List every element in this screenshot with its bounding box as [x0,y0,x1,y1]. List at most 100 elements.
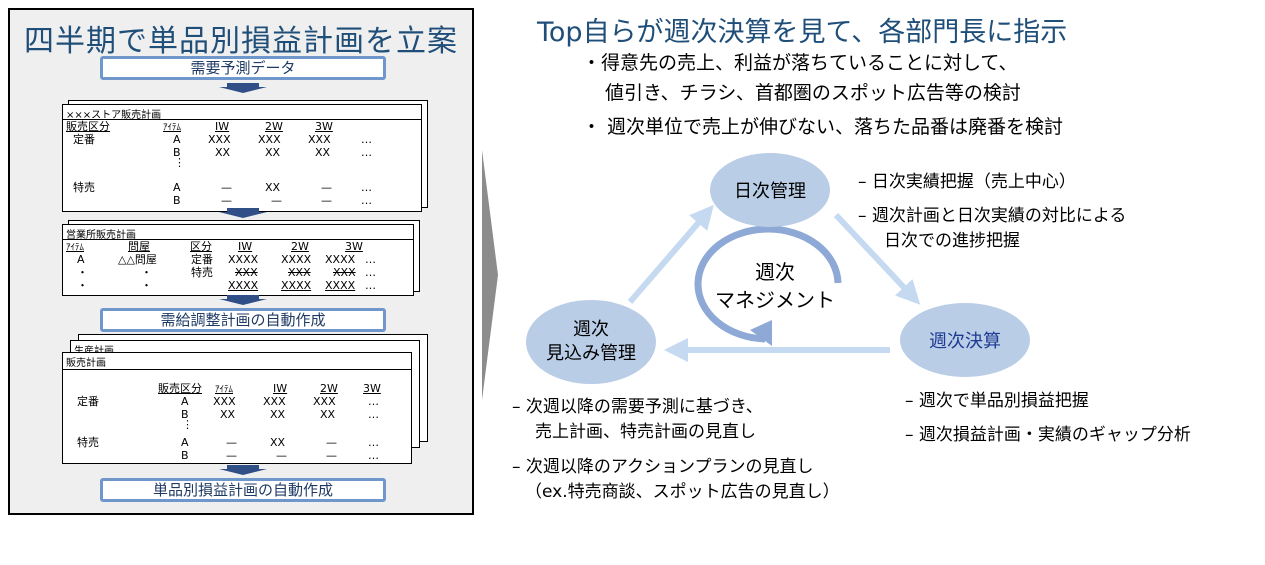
right-chevron-divider [482,150,498,400]
row-value: XXX [263,395,286,408]
vertical-dots: ⋮ [182,418,193,431]
step-demand-forecast-data: 需要予測データ [100,56,386,80]
bullet-text: ・得意先の売上、利益が落ちていることに対して、 [582,52,1018,74]
sheet-title: 営業所販売計画 [66,230,136,241]
row-ellipsis: … [365,279,376,292]
col-header: ⅠW [238,240,253,253]
row-item: A [173,133,181,146]
bullet-text: ・ 週次単位で売上が伸びない、落ちた品番は廃番を検討 [582,116,1064,138]
sheet-title: 販売計画 [66,358,106,369]
arrow-daily-to-close [833,212,921,305]
row-wholesaler: ・ [141,279,152,292]
row-value: XX [265,181,281,194]
management-title: Top自らが週次決算を見て、各部門長に指示 [537,17,1068,48]
note-daily: – 日次実績把握（売上中心） [858,172,1076,192]
down-arrow-icon [219,465,267,475]
row-value: — [276,449,287,462]
col-header: ｱｲﾃﾑ [215,385,234,395]
cycle-arrows [627,204,921,362]
col-header: 3W [315,120,333,133]
row-value: XX [270,408,286,421]
col-header: ⅠW [273,382,288,395]
row-value: XX [315,146,331,159]
row-value: XXXX [281,253,312,266]
row-ellipsis: … [368,408,379,421]
arrow-forecast-to-daily [627,204,714,304]
row-category: 特売 [191,266,213,279]
row-wholesaler: △△問屋 [118,253,157,266]
col-header: 2W [291,240,309,253]
note-close: – 週次で単品別損益把握 [905,391,1089,411]
row-value: — [321,194,332,207]
col-header: 区分 [190,240,212,253]
row-item: B [181,449,189,462]
circular-arrow-icon [694,225,842,343]
bullet-text: 値引き、チラシ、首都圏のスポット広告等の検討 [605,82,1021,104]
sheet-divider [63,119,421,120]
row-category: 定番 [191,253,213,266]
row-ellipsis: … [368,436,379,449]
row-value: XX [320,408,336,421]
row-value: XXXX [281,279,312,292]
row-value: — [326,449,337,462]
row-item: A [173,181,181,194]
row-value: XXX [313,395,336,408]
row-value: XXX [288,266,311,279]
row-value: XX [265,146,281,159]
row-value: XXXX [228,279,259,292]
col-header: ｱｲﾃﾑ [163,123,182,133]
row-ellipsis: … [368,449,379,462]
node-label-line: 見込み管理 [546,343,636,364]
node-daily-management: 日次管理 [710,153,830,227]
row-value: XXXX [325,279,356,292]
step-item-pl-plan-auto: 単品別損益計画の自動作成 [100,478,386,502]
node-weekly-close: 週次決算 [900,303,1030,377]
row-value: XXX [208,133,231,146]
down-arrow-icon [219,83,267,93]
row-value: — [326,436,337,449]
center-label-line: マネジメント [715,288,835,312]
row-ellipsis: … [365,266,376,279]
row-value: XXXX [228,253,259,266]
col-header: ⅠW [215,120,230,133]
sheet-divider [63,239,413,240]
row-value: XXX [258,133,281,146]
col-header: 販売区分 [158,382,202,395]
col-header: 3W [345,240,363,253]
row-ellipsis: … [365,253,376,266]
row-value: XXX [235,266,258,279]
row-item: A [181,395,189,408]
row-value: XXX [213,395,236,408]
sheet-title: 生産計画 [74,342,114,357]
row-item: B [181,408,189,421]
row-category: 定番 [73,133,95,146]
note-forecast: 売上計画、特売計画の見直し [535,422,756,442]
row-ellipsis: … [361,181,372,194]
sheet-divider [63,369,411,370]
row-category: 定番 [77,395,99,408]
row-value: — [221,181,232,194]
row-value: — [271,194,282,207]
col-header: 問屋 [128,240,150,253]
center-label-line: 週次 [755,260,795,284]
note-daily: 日次での進捗把握 [884,231,1020,251]
row-value: XX [215,146,231,159]
row-item: A [77,253,85,266]
row-value: XXXX [325,253,356,266]
note-forecast: – 次週以降のアクションプランの見直し [512,457,814,477]
node-label-line: 週次 [573,319,609,340]
row-value: — [226,436,237,449]
note-forecast: – 次週以降の需要予測に基づき、 [512,397,763,417]
row-ellipsis: … [361,194,372,207]
note-close: – 週次損益計画・実績のギャップ分析 [905,425,1191,445]
row-item: ・ [77,266,88,279]
row-value: — [221,194,232,207]
row-value: XX [220,408,236,421]
row-wholesaler: ・ [141,266,152,279]
note-forecast: （ex.特売商談、スポット広告の見直し） [525,482,840,502]
col-header: ｱｲﾃﾑ [66,243,85,253]
cycle-center-label: 週次 マネジメント [700,258,850,314]
step-supply-demand-auto: 需給調整計画の自動作成 [100,308,386,332]
panel-title: 四半期で単品別損益計画を立案 [24,24,458,59]
row-item: B [173,146,181,159]
